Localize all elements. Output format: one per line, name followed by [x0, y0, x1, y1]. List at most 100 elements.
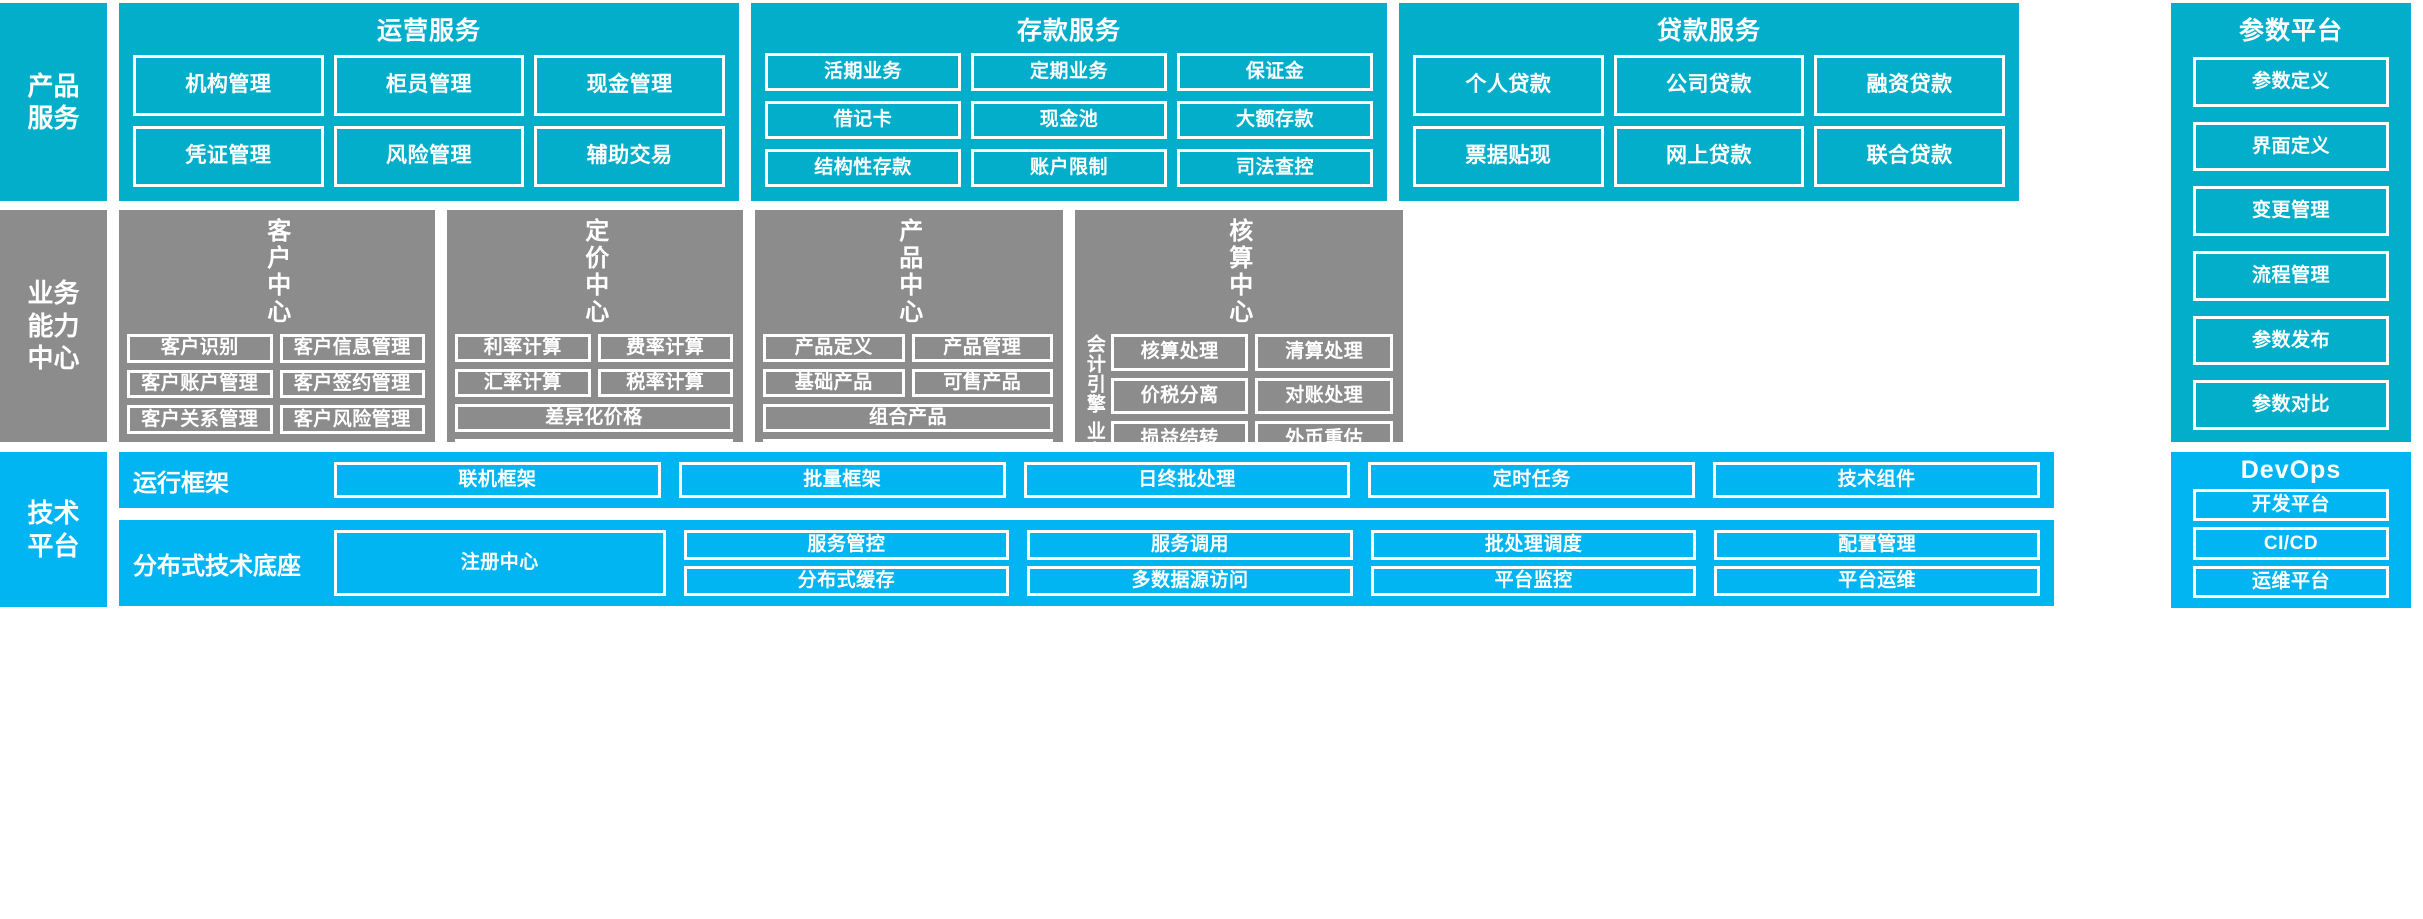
item-operations-4[interactable]: 风险管理 — [333, 126, 525, 187]
item-customer-0[interactable]: 客户识别 — [127, 334, 273, 363]
item-deposit-2[interactable]: 保证金 — [1177, 53, 1373, 91]
tech-row-label-runtime: 运行框架 — [133, 469, 229, 497]
item-devops-1[interactable]: CI/CD — [2193, 527, 2389, 560]
center-product: 产品中心 产品定义 产品管理 基础产品 可售产品 组合产品 产品引擎 — [755, 210, 1063, 467]
customer-items: 客户识别 客户信息管理 客户账户管理 客户签约管理 客户关系管理 客户风险管理 — [127, 334, 425, 434]
item-parameter-4[interactable]: 参数发布 — [2193, 315, 2389, 366]
item-parameter-0[interactable]: 参数定义 — [2193, 57, 2389, 107]
center-label-pricing: 定价中心 — [580, 218, 608, 326]
deposit-items: 活期业务 定期业务 保证金 借记卡 现金池 大额存款 结构性存款 账户限制 司法… — [765, 53, 1373, 187]
item-distributed-top-2[interactable]: 批处理调度 — [1370, 530, 1697, 560]
item-distributed-bottom-1[interactable]: 多数据源访问 — [1027, 566, 1353, 596]
item-distributed-bottom-2[interactable]: 平台监控 — [1370, 566, 1697, 596]
product-service-layer: 产品 服务 运营服务 机构管理 柜员管理 现金管理 凭证管理 风险管理 辅助交易… — [0, 3, 2423, 201]
item-product-4[interactable]: 组合产品 — [763, 403, 1053, 432]
operations-items: 机构管理 柜员管理 现金管理 凭证管理 风险管理 辅助交易 — [133, 55, 725, 187]
technical-platform-layer: 技术 平台 运行框架 联机框架 批量框架 日终批处理 定时任务 技术组件 分布式… — [0, 452, 2423, 916]
item-devops-2[interactable]: 运维平台 — [2193, 565, 2389, 598]
item-runtime-4[interactable]: 技术组件 — [1713, 462, 2040, 498]
devops-title: DevOps — [2240, 456, 2342, 484]
tech-row-label-distributed: 分布式技术底座 — [133, 552, 301, 580]
item-customer-5[interactable]: 客户风险管理 — [279, 405, 425, 434]
item-accounting-engine-2[interactable]: 价税分离 — [1110, 377, 1249, 414]
sub-label-accounting-engine: 会计引擎 — [1083, 334, 1105, 414]
item-distributed-top-1[interactable]: 服务调用 — [1027, 530, 1353, 560]
pricing-items: 利率计算 费率计算 汇率计算 税率计算 差异化价格 个性化价格 — [455, 334, 733, 467]
item-product-3[interactable]: 可售产品 — [911, 368, 1053, 397]
item-pricing-2[interactable]: 汇率计算 — [455, 368, 591, 397]
parameter-platform-title: 参数平台 — [2238, 17, 2343, 45]
item-accounting-engine-1[interactable]: 清算处理 — [1255, 334, 1393, 371]
center-label-product: 产品中心 — [894, 218, 922, 326]
item-distributed-bottom-0[interactable]: 分布式缓存 — [683, 566, 1010, 596]
layer-label-product-service: 产品 服务 — [0, 3, 107, 201]
item-loan-1[interactable]: 公司贷款 — [1613, 55, 1805, 116]
layer-label-text: 技术 平台 — [27, 498, 80, 561]
item-deposit-0[interactable]: 活期业务 — [765, 53, 961, 91]
item-accounting-engine-3[interactable]: 对账处理 — [1255, 377, 1393, 414]
item-product-2[interactable]: 基础产品 — [763, 368, 905, 397]
item-deposit-6[interactable]: 结构性存款 — [765, 149, 961, 187]
item-parameter-3[interactable]: 流程管理 — [2193, 251, 2389, 301]
center-accounting: 核算中心 会计引擎 核算处理 清算处理 价税分离 对账处理 业务总账 — [1075, 210, 1403, 501]
item-deposit-3[interactable]: 借记卡 — [765, 101, 961, 139]
item-loan-0[interactable]: 个人贷款 — [1413, 55, 1604, 116]
item-operations-2[interactable]: 现金管理 — [534, 55, 725, 116]
item-distributed-bottom-3[interactable]: 平台运维 — [1714, 566, 2040, 596]
product-items: 产品定义 产品管理 基础产品 可售产品 组合产品 产品引擎 — [763, 334, 1053, 467]
item-customer-2[interactable]: 客户账户管理 — [127, 369, 273, 399]
loan-items: 个人贷款 公司贷款 融资贷款 票据贴现 网上贷款 联合贷款 — [1413, 55, 2005, 187]
item-deposit-4[interactable]: 现金池 — [971, 101, 1167, 139]
item-product-0[interactable]: 产品定义 — [763, 334, 905, 362]
item-runtime-3[interactable]: 定时任务 — [1368, 462, 1696, 498]
layer-label-text: 产品 服务 — [27, 70, 80, 134]
group-title-operations: 运营服务 — [376, 17, 481, 45]
item-pricing-4[interactable]: 差异化价格 — [455, 403, 733, 432]
item-devops-0[interactable]: 开发平台 — [2193, 489, 2389, 522]
item-loan-4[interactable]: 网上贷款 — [1613, 126, 1805, 187]
item-parameter-2[interactable]: 变更管理 — [2193, 186, 2389, 237]
center-customer: 客户中心 客户识别 客户信息管理 客户账户管理 客户签约管理 客户关系管理 客户… — [119, 210, 435, 442]
item-customer-3[interactable]: 客户签约管理 — [279, 369, 425, 399]
item-operations-1[interactable]: 柜员管理 — [333, 55, 525, 116]
item-runtime-2[interactable]: 日终批处理 — [1023, 462, 1351, 498]
group-operations-service: 运营服务 机构管理 柜员管理 现金管理 凭证管理 风险管理 辅助交易 — [119, 3, 739, 201]
item-accounting-engine-0[interactable]: 核算处理 — [1110, 334, 1249, 371]
group-title-loan: 贷款服务 — [1656, 17, 1761, 45]
item-distributed-top-0[interactable]: 服务管控 — [683, 530, 1010, 560]
center-label-customer: 客户中心 — [262, 218, 290, 326]
item-parameter-1[interactable]: 界面定义 — [2193, 121, 2389, 172]
group-title-deposit: 存款服务 — [1016, 17, 1121, 45]
item-deposit-8[interactable]: 司法查控 — [1177, 149, 1373, 187]
item-runtime-1[interactable]: 批量框架 — [678, 462, 1006, 498]
center-pricing: 定价中心 利率计算 费率计算 汇率计算 税率计算 差异化价格 个性化价格 — [447, 210, 743, 467]
item-pricing-0[interactable]: 利率计算 — [455, 334, 591, 362]
group-deposit-service: 存款服务 活期业务 定期业务 保证金 借记卡 现金池 大额存款 结构性存款 账户… — [751, 3, 1387, 201]
item-pricing-1[interactable]: 费率计算 — [597, 334, 733, 362]
parameter-platform-panel: 参数平台 参数定义 界面定义 变更管理 流程管理 参数发布 参数对比 — [2171, 3, 2411, 442]
layer-label-business-capability: 业务 能力 中心 — [0, 210, 107, 442]
item-distributed-top-3[interactable]: 配置管理 — [1714, 530, 2040, 560]
devops-panel: DevOps 开发平台 CI/CD 运维平台 — [2171, 452, 2411, 608]
item-customer-4[interactable]: 客户关系管理 — [127, 405, 273, 434]
item-deposit-1[interactable]: 定期业务 — [971, 53, 1167, 91]
item-runtime-0[interactable]: 联机框架 — [334, 462, 661, 498]
business-capability-layer: 业务 能力 中心 客户中心 客户识别 客户信息管理 客户账户管理 客户签约管理 … — [0, 210, 2423, 501]
item-deposit-7[interactable]: 账户限制 — [971, 149, 1167, 187]
item-customer-1[interactable]: 客户信息管理 — [279, 334, 425, 363]
item-operations-0[interactable]: 机构管理 — [133, 55, 324, 116]
center-label-accounting: 核算中心 — [1224, 218, 1252, 326]
item-product-1[interactable]: 产品管理 — [911, 334, 1053, 362]
item-pricing-3[interactable]: 税率计算 — [597, 368, 733, 397]
item-deposit-5[interactable]: 大额存款 — [1177, 101, 1373, 139]
item-loan-3[interactable]: 票据贴现 — [1413, 126, 1604, 187]
item-registry-center[interactable]: 注册中心 — [334, 530, 666, 596]
layer-label-text: 业务 能力 中心 — [27, 278, 80, 374]
item-parameter-5[interactable]: 参数对比 — [2193, 380, 2389, 431]
item-loan-2[interactable]: 融资贷款 — [1814, 55, 2005, 116]
item-operations-5[interactable]: 辅助交易 — [534, 126, 725, 187]
item-loan-5[interactable]: 联合贷款 — [1814, 126, 2005, 187]
accounting-engine-items: 核算处理 清算处理 价税分离 对账处理 — [1110, 334, 1393, 414]
tech-row-distributed-base: 分布式技术底座 注册中心 服务管控 分布式缓存 服务调用 多数据源访问 批处理调… — [119, 520, 2054, 606]
item-operations-3[interactable]: 凭证管理 — [133, 126, 324, 187]
